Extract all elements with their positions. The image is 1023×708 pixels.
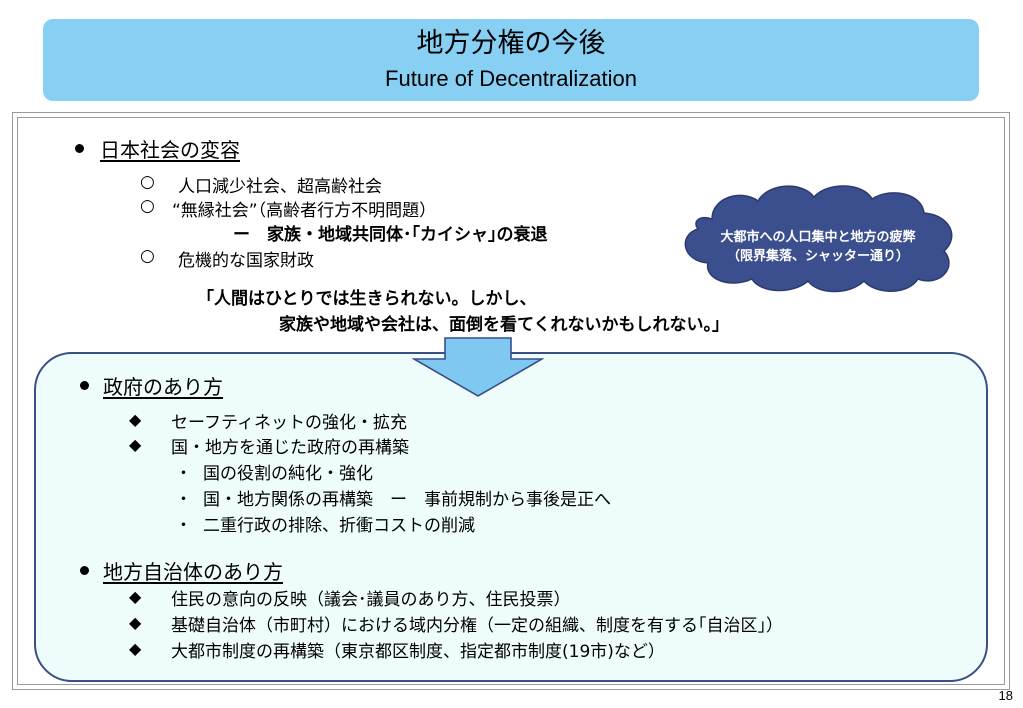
list-subitem: 国の役割の純化・強化 — [203, 464, 373, 484]
diamond-bullet-icon: ◆ — [129, 410, 142, 429]
diamond-bullet-icon: ◆ — [129, 435, 142, 454]
diamond-bullet-icon: ◆ — [129, 587, 142, 606]
list-item: 国・地方を通じた政府の再構築 — [171, 438, 409, 458]
circle-bullet-icon: ○ — [140, 246, 155, 266]
list-item: 大都市制度の再構築（東京都区制度、指定都市制度(19市)など） — [171, 642, 665, 662]
bullet-dot-icon — [75, 144, 84, 153]
slide-title-jp: 地方分権の今後 — [416, 28, 606, 59]
cloud-callout-icon — [684, 185, 953, 293]
bullet-dot-icon — [80, 381, 89, 390]
list-item: セーフティネットの強化・拡充 — [171, 413, 407, 433]
title-banner: 地方分権の今後 Future of Decentralization — [43, 19, 979, 101]
reform-box — [34, 352, 988, 682]
list-item: “無縁社会”（高齢者行方不明問題） — [172, 201, 437, 221]
list-subitem: 二重行政の排除、折衝コストの削減 — [203, 516, 475, 536]
section-heading-government: 政府のあり方 — [103, 375, 223, 399]
content-inner-frame — [17, 117, 1005, 685]
list-subitem: 国・地方関係の再構築 ー 事前規制から事後是正へ — [203, 490, 611, 510]
diamond-bullet-icon: ◆ — [129, 639, 142, 658]
dot-bullet-icon: ・ — [175, 464, 192, 484]
quote-line-2: 家族や地域や会社は、面倒を看てくれないかもしれない。」 — [279, 315, 729, 335]
list-item: 住民の意向の反映（議会･議員のあり方、住民投票） — [171, 590, 571, 610]
list-item: 基礎自治体（市町村）における域内分権（一定の組織、制度を有する｢自治区｣） — [171, 616, 783, 636]
page-number: 18 — [998, 688, 1013, 703]
down-arrow-icon — [412, 337, 544, 397]
dot-bullet-icon: ・ — [175, 490, 192, 510]
section-heading-society: 日本社会の変容 — [100, 138, 240, 162]
quote-line-1: 「人間はひとりでは生きられない。しかし、 — [197, 289, 537, 309]
list-subitem-family-decline: ー 家族・地域共同体･｢カイシャ｣の衰退 — [233, 225, 548, 245]
content-outer-frame — [12, 112, 1010, 690]
diamond-bullet-icon: ◆ — [129, 613, 142, 632]
slide-title-en: Future of Decentralization — [385, 66, 637, 91]
list-item: 危機的な国家財政 — [178, 251, 314, 271]
bullet-dot-icon — [80, 566, 89, 575]
circle-bullet-icon: ○ — [140, 172, 155, 192]
section-heading-local-government: 地方自治体のあり方 — [103, 560, 283, 584]
circle-bullet-icon: ○ — [140, 196, 155, 216]
cloud-text-line2: （限界集落、シャッター通り） — [726, 249, 909, 264]
cloud-text-line1: 大都市への人口集中と地方の疲弊 — [720, 230, 916, 245]
list-item: 人口減少社会、超高齢社会 — [178, 177, 382, 197]
dot-bullet-icon: ・ — [175, 516, 192, 536]
